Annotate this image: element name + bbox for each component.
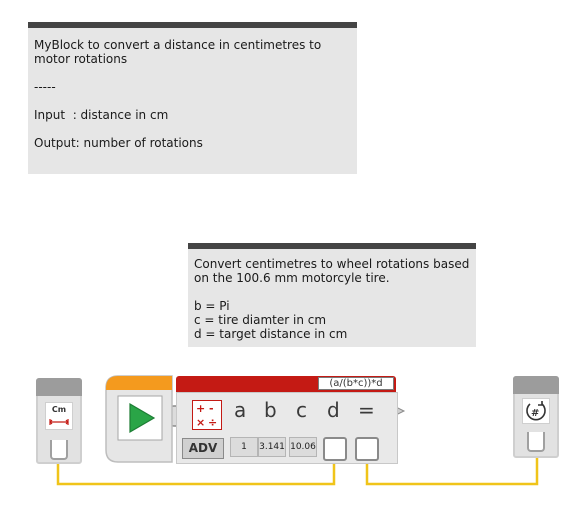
input-icon-tile: Cm — [45, 402, 73, 430]
equals-label: = — [358, 398, 375, 422]
value-a-input[interactable]: 1 — [230, 437, 258, 457]
value-b-input[interactable]: 3.141 — [258, 437, 286, 457]
advanced-mode-button[interactable]: ADV — [182, 438, 224, 459]
variable-a-label: a — [234, 398, 247, 422]
svg-text:#: # — [531, 408, 539, 419]
output-parameter-block[interactable]: # — [513, 376, 559, 458]
svg-text:÷: ÷ — [208, 416, 217, 429]
output-input-plug[interactable] — [527, 432, 545, 452]
comment-line: Input : distance in cm — [34, 108, 169, 122]
comment-line: d = target distance in cm — [194, 327, 348, 341]
svg-text:-: - — [209, 402, 214, 415]
comment-line: Output: number of rotations — [34, 136, 203, 150]
start-block[interactable] — [104, 374, 174, 464]
variable-b-label: b — [264, 398, 277, 422]
value-d-wired-input[interactable] — [323, 437, 347, 461]
comment-line: on the 100.6 mm motorcyle tire. — [194, 271, 390, 285]
output-icon-tile: # — [522, 398, 550, 424]
comment-box-formula[interactable]: Convert centimetres to wheel rotations b… — [188, 243, 476, 347]
input-output-plug[interactable] — [50, 440, 68, 460]
input-parameter-block[interactable]: Cm — [36, 378, 82, 464]
comment-line: Convert centimetres to wheel rotations b… — [194, 257, 470, 271]
rotations-hash-icon: # — [526, 401, 546, 421]
distance-arrows-icon — [49, 419, 69, 425]
value-c-input[interactable]: 10.06 — [289, 437, 317, 457]
formula-field[interactable]: (a/(b*c))*d — [318, 377, 394, 390]
svg-text:×: × — [196, 416, 205, 429]
comment-box-description[interactable]: MyBlock to convert a distance in centime… — [28, 22, 357, 174]
variable-d-label: d — [327, 398, 340, 422]
comment-line: c = tire diamter in cm — [194, 313, 327, 327]
variable-c-label: c — [296, 398, 307, 422]
wire-input-to-d[interactable] — [56, 460, 336, 486]
math-operators-glyphs: + - × ÷ — [196, 402, 217, 429]
comment-line: motor rotations — [34, 52, 128, 66]
play-icon — [129, 402, 156, 434]
input-label: Cm — [51, 405, 67, 414]
result-output[interactable] — [355, 437, 379, 461]
svg-text:+: + — [196, 402, 205, 415]
wire-result-to-output[interactable] — [365, 456, 539, 486]
math-operators-icon[interactable]: + - × ÷ — [192, 400, 222, 430]
input-block-cap — [36, 378, 82, 396]
comment-line: ----- — [34, 80, 56, 94]
comment-line: MyBlock to convert a distance in centime… — [34, 38, 322, 52]
output-block-cap — [513, 376, 559, 394]
comment-line: b = Pi — [194, 299, 230, 313]
